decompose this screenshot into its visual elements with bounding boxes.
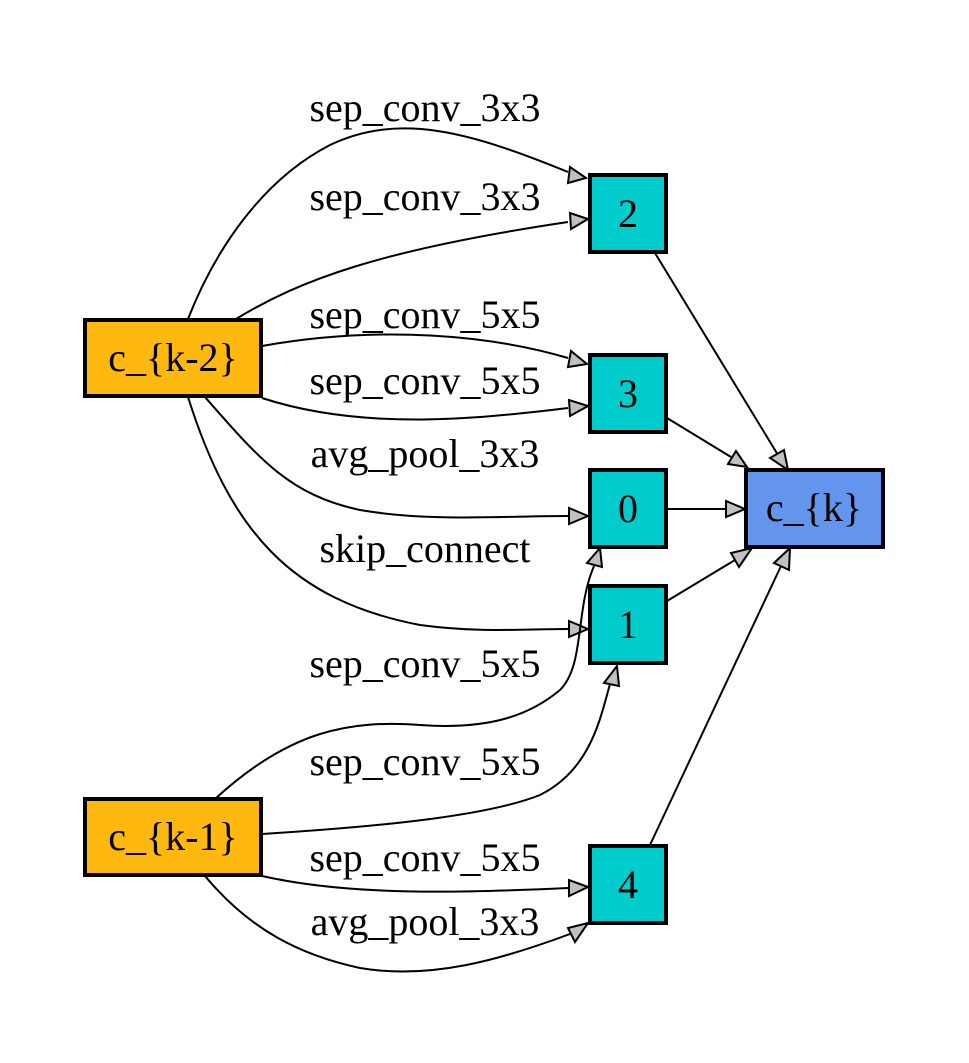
node-box bbox=[83, 318, 263, 398]
edge-ck2-to-n2-lower bbox=[235, 211, 591, 320]
node-box bbox=[83, 797, 263, 877]
edge-ck2-to-n0 bbox=[204, 396, 591, 526]
edge-label: avg_pool_3x3 bbox=[311, 899, 540, 944]
arrowhead bbox=[726, 449, 750, 469]
node-label: 2 bbox=[618, 191, 638, 236]
arrowhead bbox=[768, 448, 790, 473]
edge-label: skip_connect bbox=[319, 526, 530, 571]
node-label: c_{k-1} bbox=[108, 814, 237, 859]
node-box bbox=[588, 844, 668, 925]
node-box bbox=[744, 468, 885, 549]
node-label: 3 bbox=[618, 371, 638, 416]
arrowhead bbox=[585, 545, 604, 569]
arrowhead bbox=[725, 499, 748, 519]
node-2: 2 bbox=[588, 173, 668, 254]
node-box bbox=[588, 173, 668, 254]
edge-label: sep_conv_5x5 bbox=[309, 739, 540, 784]
node-label: c_{k-2} bbox=[108, 335, 237, 380]
edge-ck1-to-n4-lower bbox=[204, 875, 591, 973]
edge-ck2-to-n3-lower bbox=[261, 397, 591, 421]
node-label: c_{k} bbox=[766, 485, 862, 530]
node-box bbox=[588, 468, 668, 549]
arrowhead bbox=[566, 349, 590, 369]
edge-ck1-to-n1 bbox=[261, 663, 621, 835]
arrowhead bbox=[729, 546, 755, 569]
edge-label: sep_conv_3x3 bbox=[309, 85, 540, 130]
arrowhead bbox=[568, 878, 591, 898]
edge-ck1-to-n4-upper bbox=[261, 875, 591, 898]
edge-label: sep_conv_5x5 bbox=[309, 641, 540, 686]
edge-n3-to-ck bbox=[666, 417, 750, 469]
node-label: 0 bbox=[618, 486, 638, 531]
arrowhead bbox=[602, 663, 621, 688]
node-4: 4 bbox=[588, 844, 668, 925]
node-c-k: c_{k} bbox=[744, 468, 885, 549]
arrowhead bbox=[566, 165, 589, 185]
edge-label: sep_conv_5x5 bbox=[309, 292, 540, 337]
edge-label: sep_conv_5x5 bbox=[309, 835, 540, 880]
node-label: 4 bbox=[618, 862, 638, 907]
node-box bbox=[588, 584, 668, 665]
edge-ck2-to-n3-upper bbox=[261, 333, 590, 369]
edge-label: sep_conv_5x5 bbox=[309, 358, 540, 403]
arrowhead bbox=[566, 921, 591, 944]
node-c-k-1: c_{k-1} bbox=[83, 797, 263, 877]
edge-ck2-to-n1 bbox=[187, 396, 591, 639]
edge-label: sep_conv_3x3 bbox=[309, 174, 540, 219]
node-c-k-2: c_{k-2} bbox=[83, 318, 263, 398]
edge-n2-to-ck bbox=[654, 252, 790, 473]
node-label: 1 bbox=[618, 602, 638, 647]
node-1: 1 bbox=[588, 584, 668, 665]
edge-label: avg_pool_3x3 bbox=[311, 431, 540, 476]
node-0: 0 bbox=[588, 468, 668, 549]
node-box bbox=[588, 353, 668, 434]
node-3: 3 bbox=[588, 353, 668, 434]
arrowhead bbox=[772, 545, 792, 572]
edge-n4-to-ck bbox=[649, 545, 792, 846]
edge-ck1-to-n0 bbox=[214, 545, 604, 800]
edge-n0-to-ck bbox=[667, 499, 748, 519]
arrowhead bbox=[568, 619, 591, 639]
arrowhead bbox=[568, 506, 591, 526]
arrowhead bbox=[568, 211, 591, 231]
edge-n1-to-ck bbox=[666, 546, 755, 602]
edge-ck2-to-n2-upper bbox=[187, 127, 589, 320]
arrowhead bbox=[567, 398, 591, 418]
